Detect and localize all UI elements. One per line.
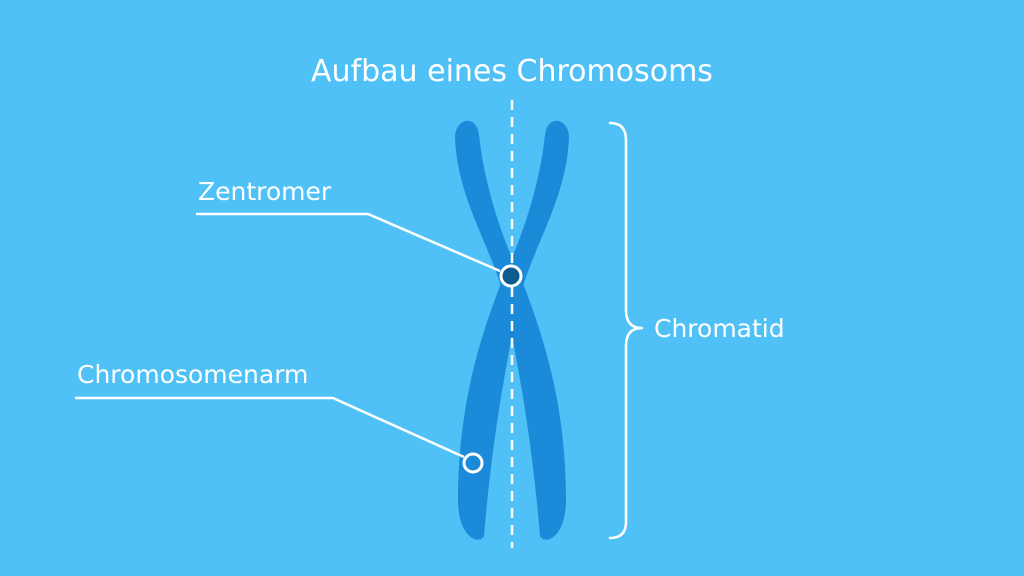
centromere-leader-line [196,212,501,273]
chromatid-brace [608,121,644,540]
centromere-label: Zentromer [198,177,332,206]
chromatid-label: Chromatid [654,314,785,343]
arm-marker [462,452,484,474]
chromatid-left-to-right [455,120,566,540]
centromere-marker [499,264,523,288]
chromatid-right-to-left [458,120,569,540]
arm-leader-line [75,396,465,459]
chromosome-arm-label: Chromosomenarm [77,360,309,389]
diagram-title: Aufbau eines Chromosoms [311,54,713,89]
